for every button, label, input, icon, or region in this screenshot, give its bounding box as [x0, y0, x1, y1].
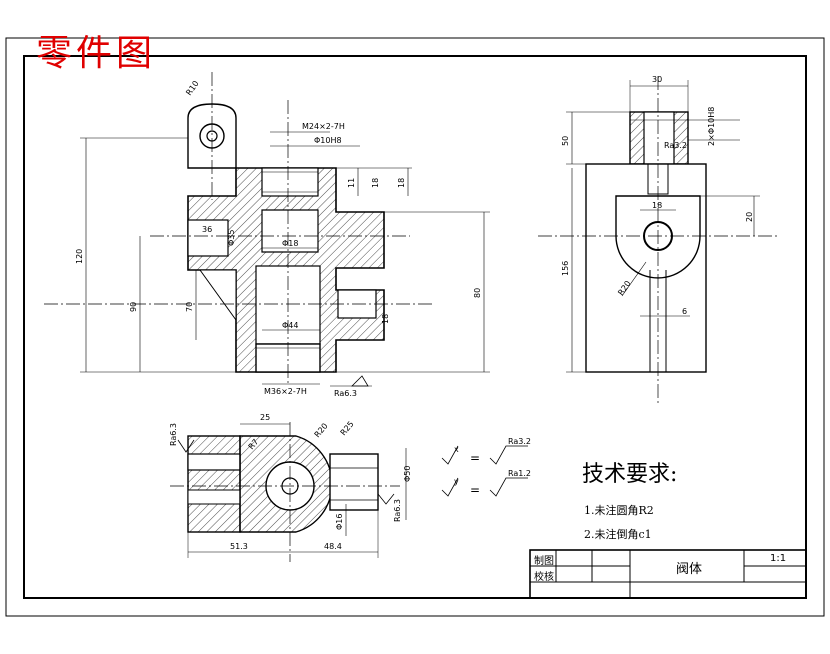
- dim-18a: 18: [371, 178, 380, 188]
- front-view: [44, 72, 490, 387]
- legend-value-2: Ra1.2: [508, 469, 531, 478]
- roughness-legend: [441, 445, 528, 497]
- dim-ra63: Ra6.3: [334, 389, 357, 398]
- title-block: [529, 549, 807, 599]
- top-view: [170, 422, 407, 562]
- dim-phi18: Φ18: [282, 239, 298, 248]
- dim-18c: 18: [381, 314, 390, 324]
- dim-side-18: 18: [652, 201, 662, 210]
- sheet-inner-border: [23, 55, 807, 599]
- legend-value-1: Ra3.2: [508, 437, 531, 446]
- dim-r10: R10: [184, 79, 200, 97]
- dim-side-20: 20: [745, 212, 754, 222]
- dim-top-phi16: Φ16: [335, 514, 344, 530]
- dim-18b: 18: [397, 178, 406, 188]
- roughness-legend-text: x y = = Ra3.2 Ra1.2: [454, 437, 531, 497]
- dim-36: 36: [202, 225, 212, 234]
- dim-top-r20: R20: [313, 421, 330, 439]
- dim-side-156: 156: [561, 261, 570, 276]
- title-block-scale: 1:1: [770, 553, 787, 564]
- dim-70: 70: [185, 302, 194, 312]
- dim-top-48-4: 48.4: [324, 542, 342, 551]
- dim-m24: M24×2-7H: [302, 122, 345, 131]
- dim-side-30: 30: [652, 75, 662, 84]
- title-block-checked-label: 校核: [534, 572, 554, 583]
- dim-phi35: Φ35: [227, 230, 236, 246]
- sheet-outer-frame: [5, 37, 825, 617]
- dim-top-r25: R25: [339, 419, 356, 437]
- tech-requirements-heading: 技术要求:: [582, 462, 678, 487]
- dim-side-50: 50: [561, 136, 570, 146]
- dim-top-ra63a: Ra6.3: [169, 423, 178, 446]
- dim-90: 90: [129, 302, 138, 312]
- dim-m36: M36×2-7H: [264, 387, 307, 396]
- legend-eq-1: =: [470, 451, 480, 465]
- legend-symbol-x: x: [454, 445, 459, 454]
- dim-top-ra63b: Ra6.3: [393, 499, 402, 522]
- dim-top-phi50: Φ50: [403, 466, 412, 482]
- legend-symbol-y: y: [454, 477, 459, 486]
- dim-phi44: Φ44: [282, 321, 298, 330]
- dim-side-2xphi10: 2×Φ10H8: [707, 107, 716, 146]
- tech-requirement-2: 2.未注倒角c1: [584, 528, 652, 541]
- dim-120: 120: [75, 249, 84, 264]
- side-view: [538, 76, 780, 406]
- dim-11: 11: [347, 178, 356, 188]
- dim-top-25: 25: [260, 413, 270, 422]
- title-block-drawn-label: 制图: [534, 556, 554, 567]
- tech-requirement-1: 1.未注圆角R2: [584, 504, 654, 517]
- dim-side-6: 6: [682, 307, 687, 316]
- dim-80: 80: [473, 288, 482, 298]
- dim-top-51-3: 51.3: [230, 542, 248, 551]
- sheet-title: 零件图: [36, 33, 157, 74]
- dim-phi10h8: Φ10H8: [314, 136, 342, 145]
- legend-eq-2: =: [470, 483, 480, 497]
- title-block-part-name: 阀体: [676, 562, 703, 577]
- dim-side-ra32: Ra3.2: [664, 141, 687, 150]
